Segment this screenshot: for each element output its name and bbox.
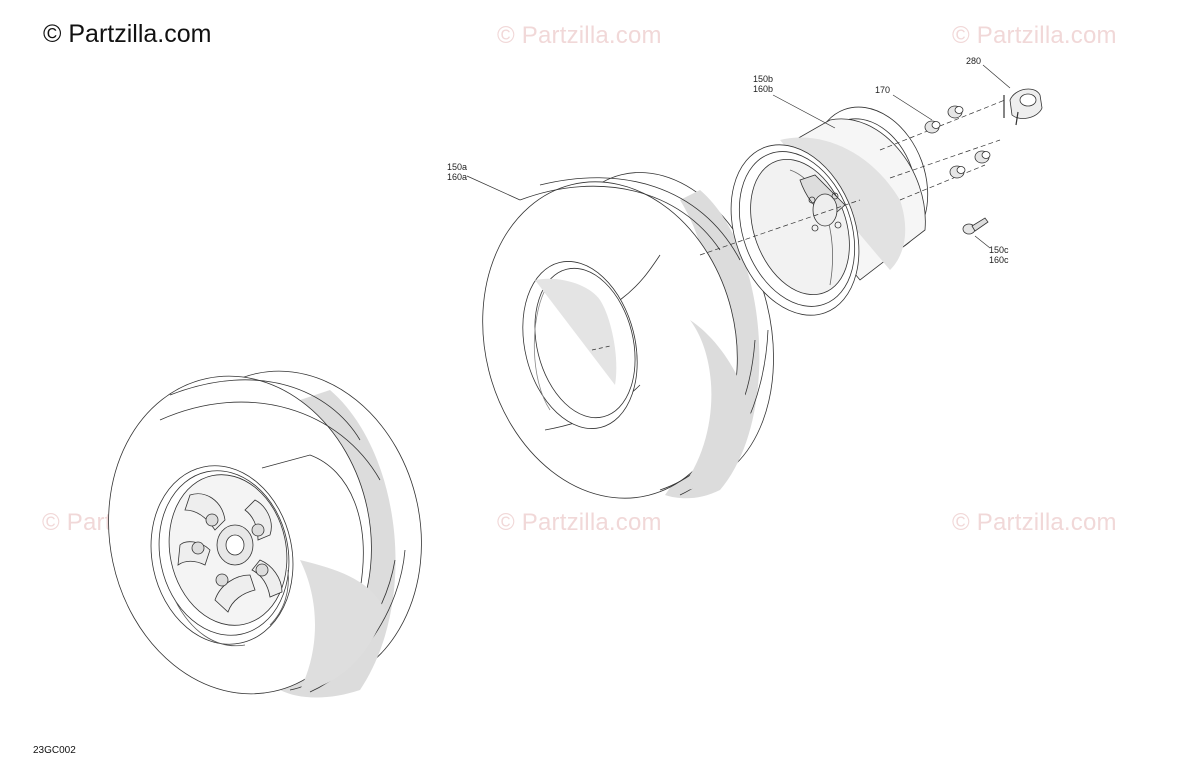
callout-280: 280 <box>966 56 981 66</box>
callout-150c: 150c <box>989 245 1009 255</box>
partzilla-watermark-main: © Partzilla.com <box>43 20 212 48</box>
valve-stem <box>962 217 989 235</box>
callout-150a-160a: 150a 160a <box>447 162 467 182</box>
callout-150a: 150a <box>447 162 468 172</box>
callout-150b-160b: 150b 160b <box>753 74 773 94</box>
front-wheel-assembly <box>108 370 422 698</box>
diagram-code: 23GC002 <box>33 745 76 756</box>
partzilla-watermark-mid-center: © Partzilla.com <box>497 509 662 536</box>
callout-280-label: 280 <box>966 56 982 66</box>
rear-tire <box>482 172 774 499</box>
lug-nut-2 <box>924 120 941 134</box>
callout-150b: 150b <box>753 74 774 84</box>
callout-170: 170 <box>875 85 890 95</box>
partzilla-watermark-mid-right: © Partzilla.com <box>952 509 1117 536</box>
callout-160a: 160a <box>447 172 468 182</box>
partzilla-watermark-top-center: © Partzilla.com <box>497 22 662 49</box>
lug-nut-3 <box>974 150 991 164</box>
lug-nuts <box>924 105 991 179</box>
rear-rim <box>730 106 929 316</box>
assembly-axes <box>699 99 1006 256</box>
hub-cap <box>1003 88 1043 126</box>
lug-nut-4 <box>949 165 966 179</box>
callout-160c: 160c <box>989 255 1009 265</box>
lug-nut-1 <box>947 105 964 119</box>
callout-160b: 160b <box>753 84 774 94</box>
partzilla-watermark-top-right: © Partzilla.com <box>952 22 1117 49</box>
callout-150c-160c: 150c 160c <box>989 245 1009 265</box>
callout-170-label: 170 <box>875 85 891 95</box>
leader-lines <box>466 64 1011 249</box>
